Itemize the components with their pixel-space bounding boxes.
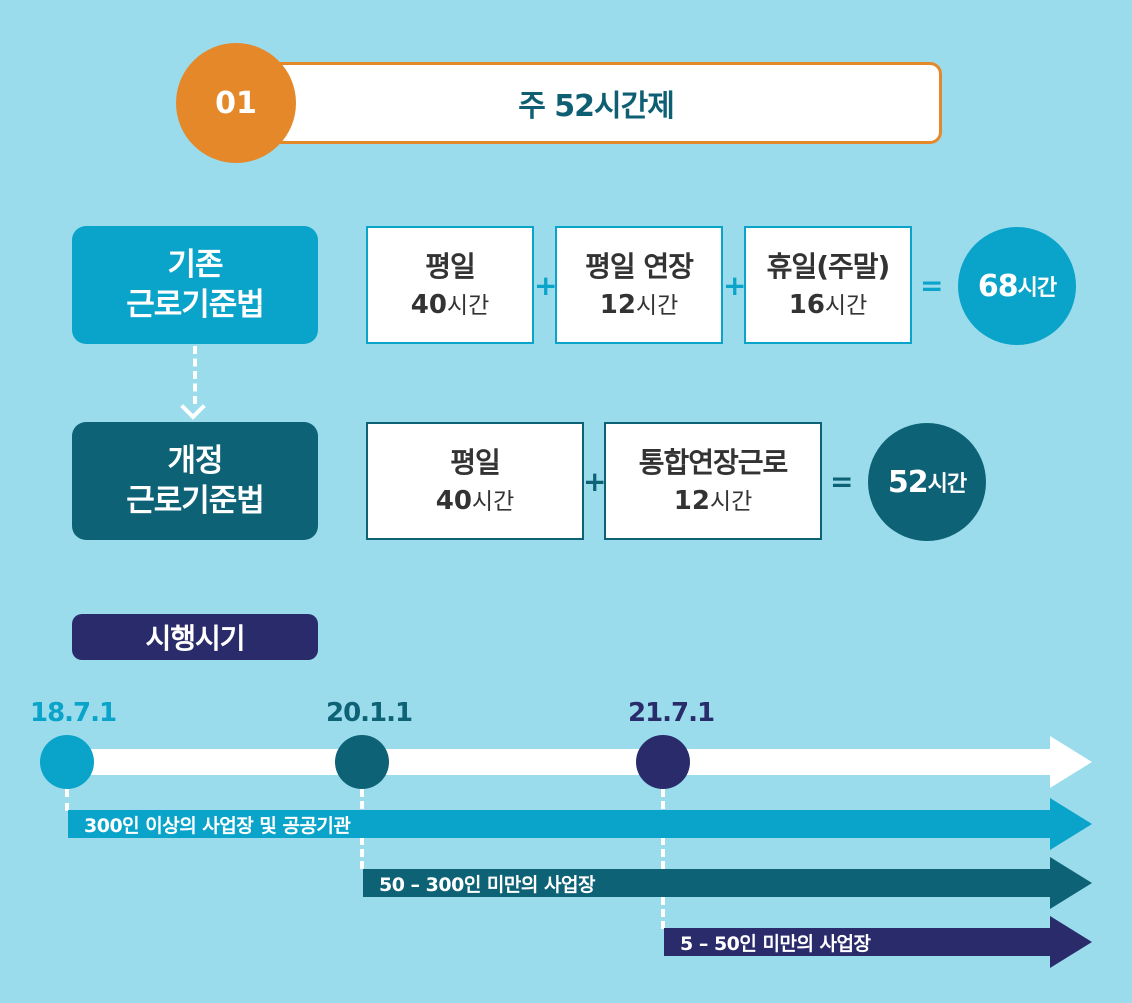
old-item-weekday-overtime: 평일 연장 12시간	[555, 226, 723, 344]
date-3: 21.7.1	[628, 698, 715, 728]
header-bar	[250, 62, 942, 144]
old-law-label-line2: 근로기준법	[126, 287, 265, 323]
date-2: 20.1.1	[326, 698, 413, 728]
old-total-unit: 시간	[1017, 276, 1057, 301]
old-item-weekday-hours: 40	[410, 289, 447, 320]
milestone-dot-1	[40, 735, 94, 789]
old-item-holiday: 휴일(주말) 16시간	[744, 226, 912, 344]
old-item-overtime-unit: 시간	[635, 292, 679, 319]
new-law-label: 개정 근로기준법	[72, 422, 318, 540]
section-number-badge: 01	[176, 43, 296, 163]
old-item-holiday-unit: 시간	[824, 292, 868, 319]
drop-line-3	[661, 789, 665, 929]
new-item-overtime-title: 통합연장근로	[638, 445, 789, 479]
new-item-overtime-hours: 12	[673, 485, 710, 516]
equals-operator: =	[830, 465, 854, 498]
timeline-arrow-icon	[1050, 736, 1092, 788]
plus-operator: +	[723, 269, 747, 302]
new-item-overtime-unit: 시간	[709, 488, 753, 515]
old-item-weekday-title: 평일	[425, 249, 476, 283]
page-title: 주 52시간제	[518, 89, 675, 124]
new-law-label-line1: 개정	[167, 443, 223, 479]
plus-operator: +	[583, 465, 607, 498]
old-law-label: 기존 근로기준법	[72, 226, 318, 344]
schedule-heading: 시행시기	[72, 614, 318, 660]
phase-bar-3: 5 – 50인 미만의 사업장	[664, 928, 1052, 956]
phase-bar-1: 300인 이상의 사업장 및 공공기관	[68, 810, 1052, 838]
phase-arrow-1-icon	[1050, 798, 1092, 850]
old-item-holiday-title: 휴일(주말)	[766, 249, 891, 283]
phase-arrow-3-icon	[1050, 916, 1092, 968]
arrow-down-icon	[180, 394, 206, 420]
equals-operator: =	[920, 269, 944, 302]
new-item-weekday-unit: 시간	[471, 488, 515, 515]
phase-bar-2: 50 – 300인 미만의 사업장	[363, 869, 1052, 897]
drop-line-1	[65, 789, 69, 811]
milestone-dot-2	[335, 735, 389, 789]
new-item-weekday-title: 평일	[450, 445, 501, 479]
new-total-value: 52	[887, 464, 929, 500]
old-item-weekday: 평일 40시간	[366, 226, 534, 344]
old-item-overtime-hours: 12	[599, 289, 636, 320]
new-item-weekday-hours: 40	[435, 485, 472, 516]
date-1: 18.7.1	[30, 698, 117, 728]
new-item-combined-overtime: 통합연장근로 12시간	[604, 422, 822, 540]
old-total-value: 68	[977, 268, 1019, 304]
old-law-label-line1: 기존	[167, 247, 223, 283]
phase-arrow-2-icon	[1050, 857, 1092, 909]
new-law-label-line2: 근로기준법	[126, 483, 265, 519]
old-item-weekday-unit: 시간	[446, 292, 490, 319]
new-total-unit: 시간	[927, 472, 967, 497]
new-item-weekday: 평일 40시간	[366, 422, 584, 540]
old-item-holiday-hours: 16	[788, 289, 825, 320]
old-item-overtime-title: 평일 연장	[585, 249, 694, 283]
timeline-line	[66, 749, 1052, 775]
milestone-dot-3	[636, 735, 690, 789]
dashed-connector	[193, 346, 197, 404]
plus-operator: +	[534, 269, 558, 302]
